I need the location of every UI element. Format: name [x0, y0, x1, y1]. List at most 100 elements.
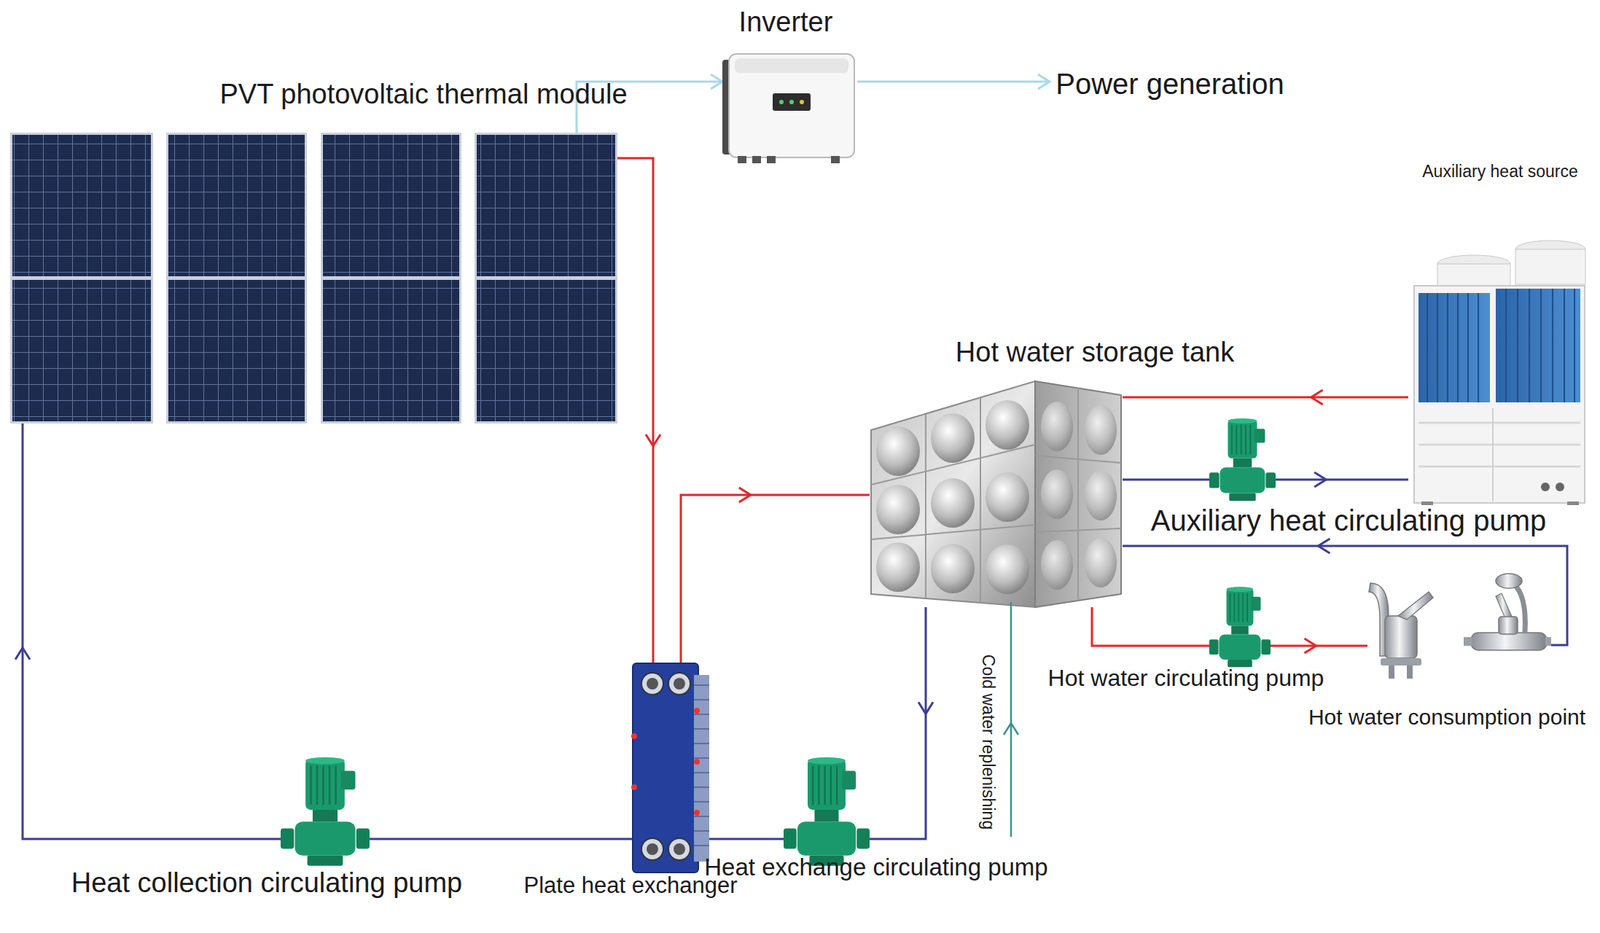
plate-heat-exchanger-part [631, 784, 638, 791]
pipe-line [369, 838, 633, 841]
plate-heat-exchanger-part [641, 672, 664, 695]
faucet-fixtures-part [1463, 637, 1473, 646]
auxiliary-heat-unit-part [1414, 285, 1585, 503]
pvt-panels-part [474, 132, 618, 424]
storage-tank-part [1040, 469, 1073, 519]
pipe-connector [1122, 538, 1568, 646]
pipe-line [1091, 607, 1210, 646]
pipe-connector [15, 423, 281, 839]
pvt-module-node: PVT photovoltaic thermal module [10, 132, 618, 424]
arrow-head [1037, 74, 1050, 89]
pipe-line [857, 80, 1050, 84]
pipe-connector [709, 838, 784, 840]
plate-heat-exchanger-part [646, 843, 659, 856]
component-label: Hot water circulating pump [1048, 665, 1325, 692]
auxiliary-heat-unit-part [1495, 288, 1581, 403]
inverter-unit [722, 53, 855, 164]
plate-heat-exchanger-part [632, 663, 699, 873]
auxiliary-heat-unit-part [1492, 408, 1494, 502]
component-label: Hot water storage tank [955, 337, 1235, 369]
auxiliary-heat-unit-part [1418, 422, 1581, 467]
pipe-connector [1122, 479, 1210, 481]
plate-heat-exchanger-part [668, 672, 691, 695]
consumption-point-node: Hot water consumption point [1367, 571, 1552, 679]
pipe-line [1122, 396, 1409, 399]
arrow-head [1304, 638, 1317, 654]
component-label: Auxiliary heat source [1422, 162, 1579, 181]
storage-tank-part [1084, 405, 1117, 455]
inverter-unit-part [737, 155, 747, 164]
pipe-connector [1275, 472, 1409, 487]
pvt-panels [10, 132, 618, 424]
storage-tank-part [1040, 401, 1073, 452]
power-output-node: Power generation [1049, 64, 1291, 105]
pipe-line [1275, 478, 1409, 482]
faucet-fixtures-part [1498, 616, 1518, 635]
pvt-panels-part [320, 276, 462, 280]
inverter-unit-part [734, 58, 849, 73]
storage-tank-part [1040, 540, 1073, 590]
inverter-unit-part [799, 99, 805, 105]
plate-heat-exchanger-part [693, 707, 700, 714]
plate-heat-exchanger-part [668, 838, 691, 861]
faucet-fixtures-part [1512, 583, 1525, 633]
plate-heat-exchanger-part [641, 838, 664, 861]
storage-tank-part [930, 413, 975, 463]
arrow-head [710, 74, 723, 89]
storage-tank [871, 381, 1122, 608]
component-label: Heat collection circulating pump [71, 868, 463, 899]
storage-tank-node: Hot water storage tank [869, 379, 1123, 608]
auxiliary-heat-unit-part [1437, 263, 1511, 289]
inverter-unit-part [830, 155, 840, 164]
pvt-panels-part [166, 132, 307, 424]
plate-heat-exchanger-part [646, 677, 659, 690]
storage-tank-part [985, 472, 1030, 522]
pipe-connector [1270, 638, 1368, 654]
faucet-fixtures-part [1495, 593, 1512, 617]
plate-heat-exchanger-part [693, 674, 710, 862]
pipe-connector [1091, 607, 1210, 646]
arrow-head [1317, 538, 1330, 554]
pump-node: Heat collection circulating pump [280, 757, 370, 868]
storage-tank-part [876, 484, 920, 535]
arrow-head [15, 648, 30, 660]
storage-tank-part [871, 381, 1036, 608]
plate-heat-exchanger-part [693, 758, 700, 765]
arrow-head [918, 701, 934, 714]
pump-symbol [1209, 586, 1271, 667]
pipe-line [709, 838, 784, 841]
pipe-line [1122, 478, 1210, 482]
pump-node: Heat exchange circulating pump [783, 757, 870, 868]
storage-tank-part [876, 426, 920, 476]
auxiliary-heat-source-node: Auxiliary heat source [1408, 239, 1587, 506]
component-label: Inverter [739, 7, 834, 38]
component-label: Auxiliary heat circulating pump [1150, 504, 1547, 537]
arrow-head [645, 434, 661, 447]
pvt-panels-part [474, 276, 618, 280]
storage-tank-part [930, 543, 975, 594]
plate-heat-exchanger-part [693, 809, 700, 816]
component-label: PVT photovoltaic thermal module [219, 79, 627, 111]
pipe-connector [869, 607, 934, 839]
auxiliary-heat-unit-part [1540, 482, 1550, 492]
pipe-line [1122, 545, 1568, 646]
circulating-pumps [280, 418, 1276, 866]
storage-tank-part [985, 400, 1030, 450]
faucet-fixtures-part [1398, 591, 1434, 620]
pvt-panels-part [10, 276, 154, 280]
pump-node: Hot water circulating pump [1209, 586, 1271, 669]
pipe-line [617, 158, 654, 664]
faucet-fixtures-part [1470, 632, 1547, 651]
pump-symbol [1209, 418, 1276, 501]
auxiliary-heat-unit-part [1427, 288, 1575, 403]
pipe-line [1270, 645, 1368, 648]
pipe-connector [1122, 389, 1409, 405]
pipe-connector [369, 838, 633, 840]
pipe-line [680, 494, 870, 664]
pvt-panels-part [320, 132, 462, 424]
storage-tank-part [1084, 537, 1117, 588]
pump-symbol [280, 757, 370, 866]
cold-water-inlet-part [1010, 602, 1013, 837]
auxiliary-heat-unit-part [1515, 249, 1586, 285]
